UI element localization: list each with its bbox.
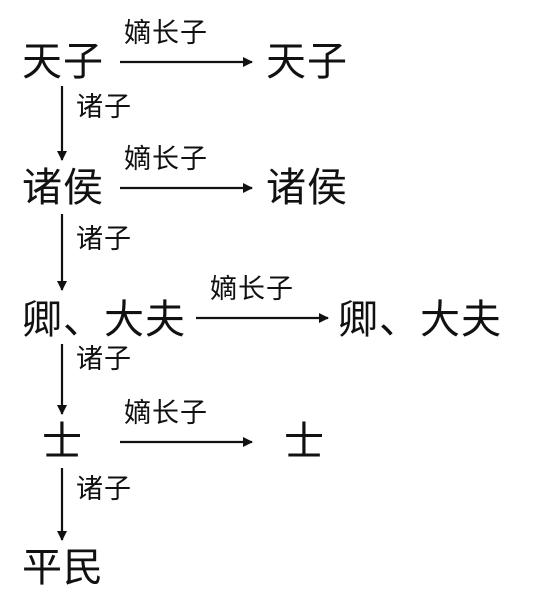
edge-label-other-sons-1: 诸子 xyxy=(76,92,132,123)
node-pingmin: 平民 xyxy=(22,545,104,591)
edge-label-other-sons-2: 诸子 xyxy=(76,224,132,255)
node-tianzi-left: 天子 xyxy=(22,39,104,85)
edge-label-other-sons-3: 诸子 xyxy=(76,344,132,375)
edge-label-eldest-son-1: 嫡长子 xyxy=(124,18,208,49)
node-shi-right: 士 xyxy=(284,419,325,465)
node-qingdafu-left: 卿、大夫 xyxy=(22,297,186,343)
edge-label-other-sons-4: 诸子 xyxy=(76,474,132,505)
node-shi-left: 士 xyxy=(42,419,83,465)
edge-label-eldest-son-2: 嫡长子 xyxy=(124,144,208,175)
edge-label-eldest-son-3: 嫡长子 xyxy=(210,274,294,305)
node-qingdafu-right: 卿、大夫 xyxy=(338,297,502,343)
node-zhuhou-left: 诸侯 xyxy=(22,165,104,211)
node-zhuhou-right: 诸侯 xyxy=(266,165,348,211)
edge-label-eldest-son-4: 嫡长子 xyxy=(124,398,208,429)
node-tianzi-right: 天子 xyxy=(266,39,348,85)
